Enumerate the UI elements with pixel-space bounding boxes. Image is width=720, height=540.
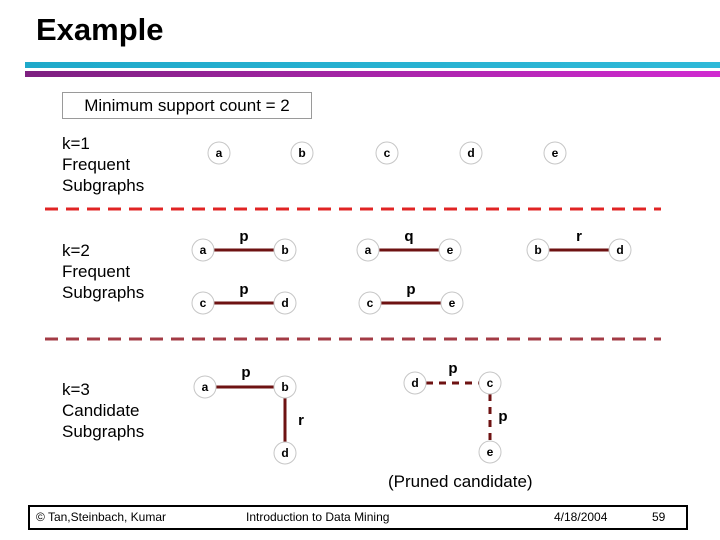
node-label: d <box>281 296 288 310</box>
graph-node <box>290 141 314 165</box>
section-label-k2: k=2 Frequent Subgraphs <box>62 240 144 303</box>
pruned-candidate-caption: (Pruned candidate) <box>388 472 533 491</box>
section-k2-line2: Frequent <box>62 262 131 281</box>
footer-course-title: Introduction to Data Mining <box>246 510 390 524</box>
node-label: a <box>216 146 223 160</box>
title-divider-bottom-bar <box>25 71 720 77</box>
graph-node <box>440 291 464 315</box>
footer-bar: © Tan,Steinbach, Kumar Introduction to D… <box>28 505 688 530</box>
footer-page-number: 59 <box>652 510 666 524</box>
graph-node <box>358 291 382 315</box>
section-k3-line3: Subgraphs <box>62 422 145 441</box>
node-label: e <box>552 146 559 160</box>
section-label-k1: k=1 Frequent Subgraphs <box>62 133 144 196</box>
node-label: a <box>200 243 207 257</box>
node-label: d <box>616 243 623 257</box>
edge-label: q <box>404 228 413 245</box>
graph-node <box>273 291 297 315</box>
graph-node <box>526 238 550 262</box>
graph-node <box>193 375 217 399</box>
node-label: c <box>384 146 391 160</box>
footer-copyright: © Tan,Steinbach, Kumar <box>36 510 167 524</box>
graph-node <box>191 238 215 262</box>
footer-date: 4/18/2004 <box>554 510 608 524</box>
node-label: b <box>281 380 288 394</box>
edge-label: r <box>298 412 304 429</box>
node-label: c <box>487 376 494 390</box>
node-label: b <box>534 243 541 257</box>
node-label: d <box>467 146 474 160</box>
edge-label: r <box>576 228 582 245</box>
section-label-k3: k=3 Candidate Subgraphs <box>62 379 144 442</box>
node-label: d <box>411 376 418 390</box>
graph-node <box>478 371 502 395</box>
graph-node <box>356 238 380 262</box>
edge-label: p <box>239 281 248 298</box>
node-label: d <box>281 446 288 460</box>
node-label: e <box>487 445 494 459</box>
section-k1-line2: Frequent <box>62 155 131 174</box>
graph-node <box>273 441 297 465</box>
edge-label: p <box>241 364 250 381</box>
graph-node <box>191 291 215 315</box>
node-label: b <box>298 146 305 160</box>
title-divider-top-bar <box>25 62 720 68</box>
edge-label: p <box>406 281 415 298</box>
node-label: a <box>202 380 209 394</box>
graph-node <box>375 141 399 165</box>
section-k3-line2: Candidate <box>62 401 140 420</box>
graph-node <box>543 141 567 165</box>
edge-label: p <box>498 408 507 425</box>
node-label: b <box>281 243 288 257</box>
graph-node <box>273 238 297 262</box>
graph-node <box>608 238 632 262</box>
section-k3-line1: k=3 <box>62 380 90 399</box>
support-count-box: Minimum support count = 2 <box>62 92 312 119</box>
node-label: e <box>447 243 454 257</box>
graph-node <box>207 141 231 165</box>
node-label: e <box>449 296 456 310</box>
slide-title: Example <box>36 12 164 47</box>
node-label: c <box>200 296 207 310</box>
node-label: a <box>365 243 372 257</box>
graph-node <box>403 371 427 395</box>
graph-node <box>438 238 462 262</box>
node-label: c <box>367 296 374 310</box>
graph-node <box>273 375 297 399</box>
edge-label: p <box>448 360 457 377</box>
section-k2-line1: k=2 <box>62 241 90 260</box>
edge-label: p <box>239 228 248 245</box>
section-k1-line3: Subgraphs <box>62 176 145 195</box>
graph-node <box>459 141 483 165</box>
section-k1-line1: k=1 <box>62 134 90 153</box>
section-k2-line3: Subgraphs <box>62 283 145 302</box>
graph-node <box>478 440 502 464</box>
